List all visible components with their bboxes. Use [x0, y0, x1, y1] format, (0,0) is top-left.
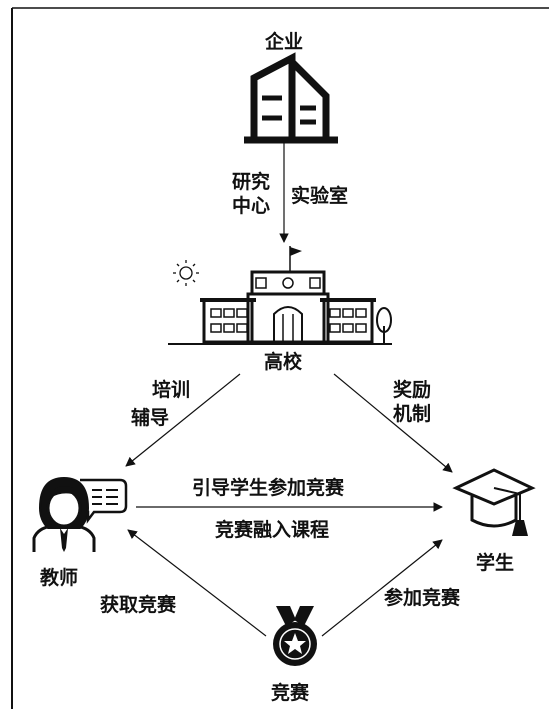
- edge-label-training-line2: 辅导: [130, 407, 169, 429]
- edge-label-training-line1: 培训: [151, 379, 190, 401]
- edge-label-obtain-competition: 获取竞赛: [100, 594, 177, 616]
- node-university-label: 高校: [264, 351, 303, 373]
- medal-icon: [273, 606, 317, 666]
- node-enterprise-label: 企业: [265, 31, 304, 53]
- node-student-label: 学生: [476, 552, 515, 574]
- edge-label-join-competition: 参加竞赛: [384, 587, 461, 609]
- edge-label-reward-line1: 奖励: [392, 379, 431, 401]
- edge-label-training: 培训: [150, 378, 192, 402]
- school-building-icon: [168, 246, 392, 345]
- edge-label-tutoring: 辅导: [129, 406, 171, 430]
- arrow-university-to-teacher: [125, 373, 241, 467]
- edge-label-reward-line2: 机制: [392, 403, 431, 425]
- graduation-cap-icon: [452, 468, 536, 536]
- sun-icon: [173, 260, 199, 286]
- arrow-competition-to-student: [321, 539, 443, 637]
- edge-label-integrate-curriculum: 竞赛融入课程: [215, 519, 330, 541]
- edge-label-laboratory: 实验室: [291, 185, 349, 207]
- edge-label-guide-students: 引导学生参加竞赛: [192, 477, 345, 499]
- edge-label-research-center-line1: 研究: [231, 171, 270, 193]
- teacher-icon: [32, 476, 128, 552]
- tree-icon: [376, 307, 392, 344]
- edge-label-research-center-line2: 中心: [231, 195, 270, 217]
- edge-label-research-center: 研究 中心: [230, 170, 272, 218]
- office-building-icon: [244, 52, 338, 144]
- node-teacher-label: 教师: [40, 567, 79, 589]
- arrow-competition-to-teacher: [127, 529, 267, 637]
- node-competition-label: 竞赛: [271, 682, 310, 704]
- edge-label-reward-mechanism: 奖励 机制: [391, 378, 433, 426]
- arrow-university-to-student: [333, 373, 453, 473]
